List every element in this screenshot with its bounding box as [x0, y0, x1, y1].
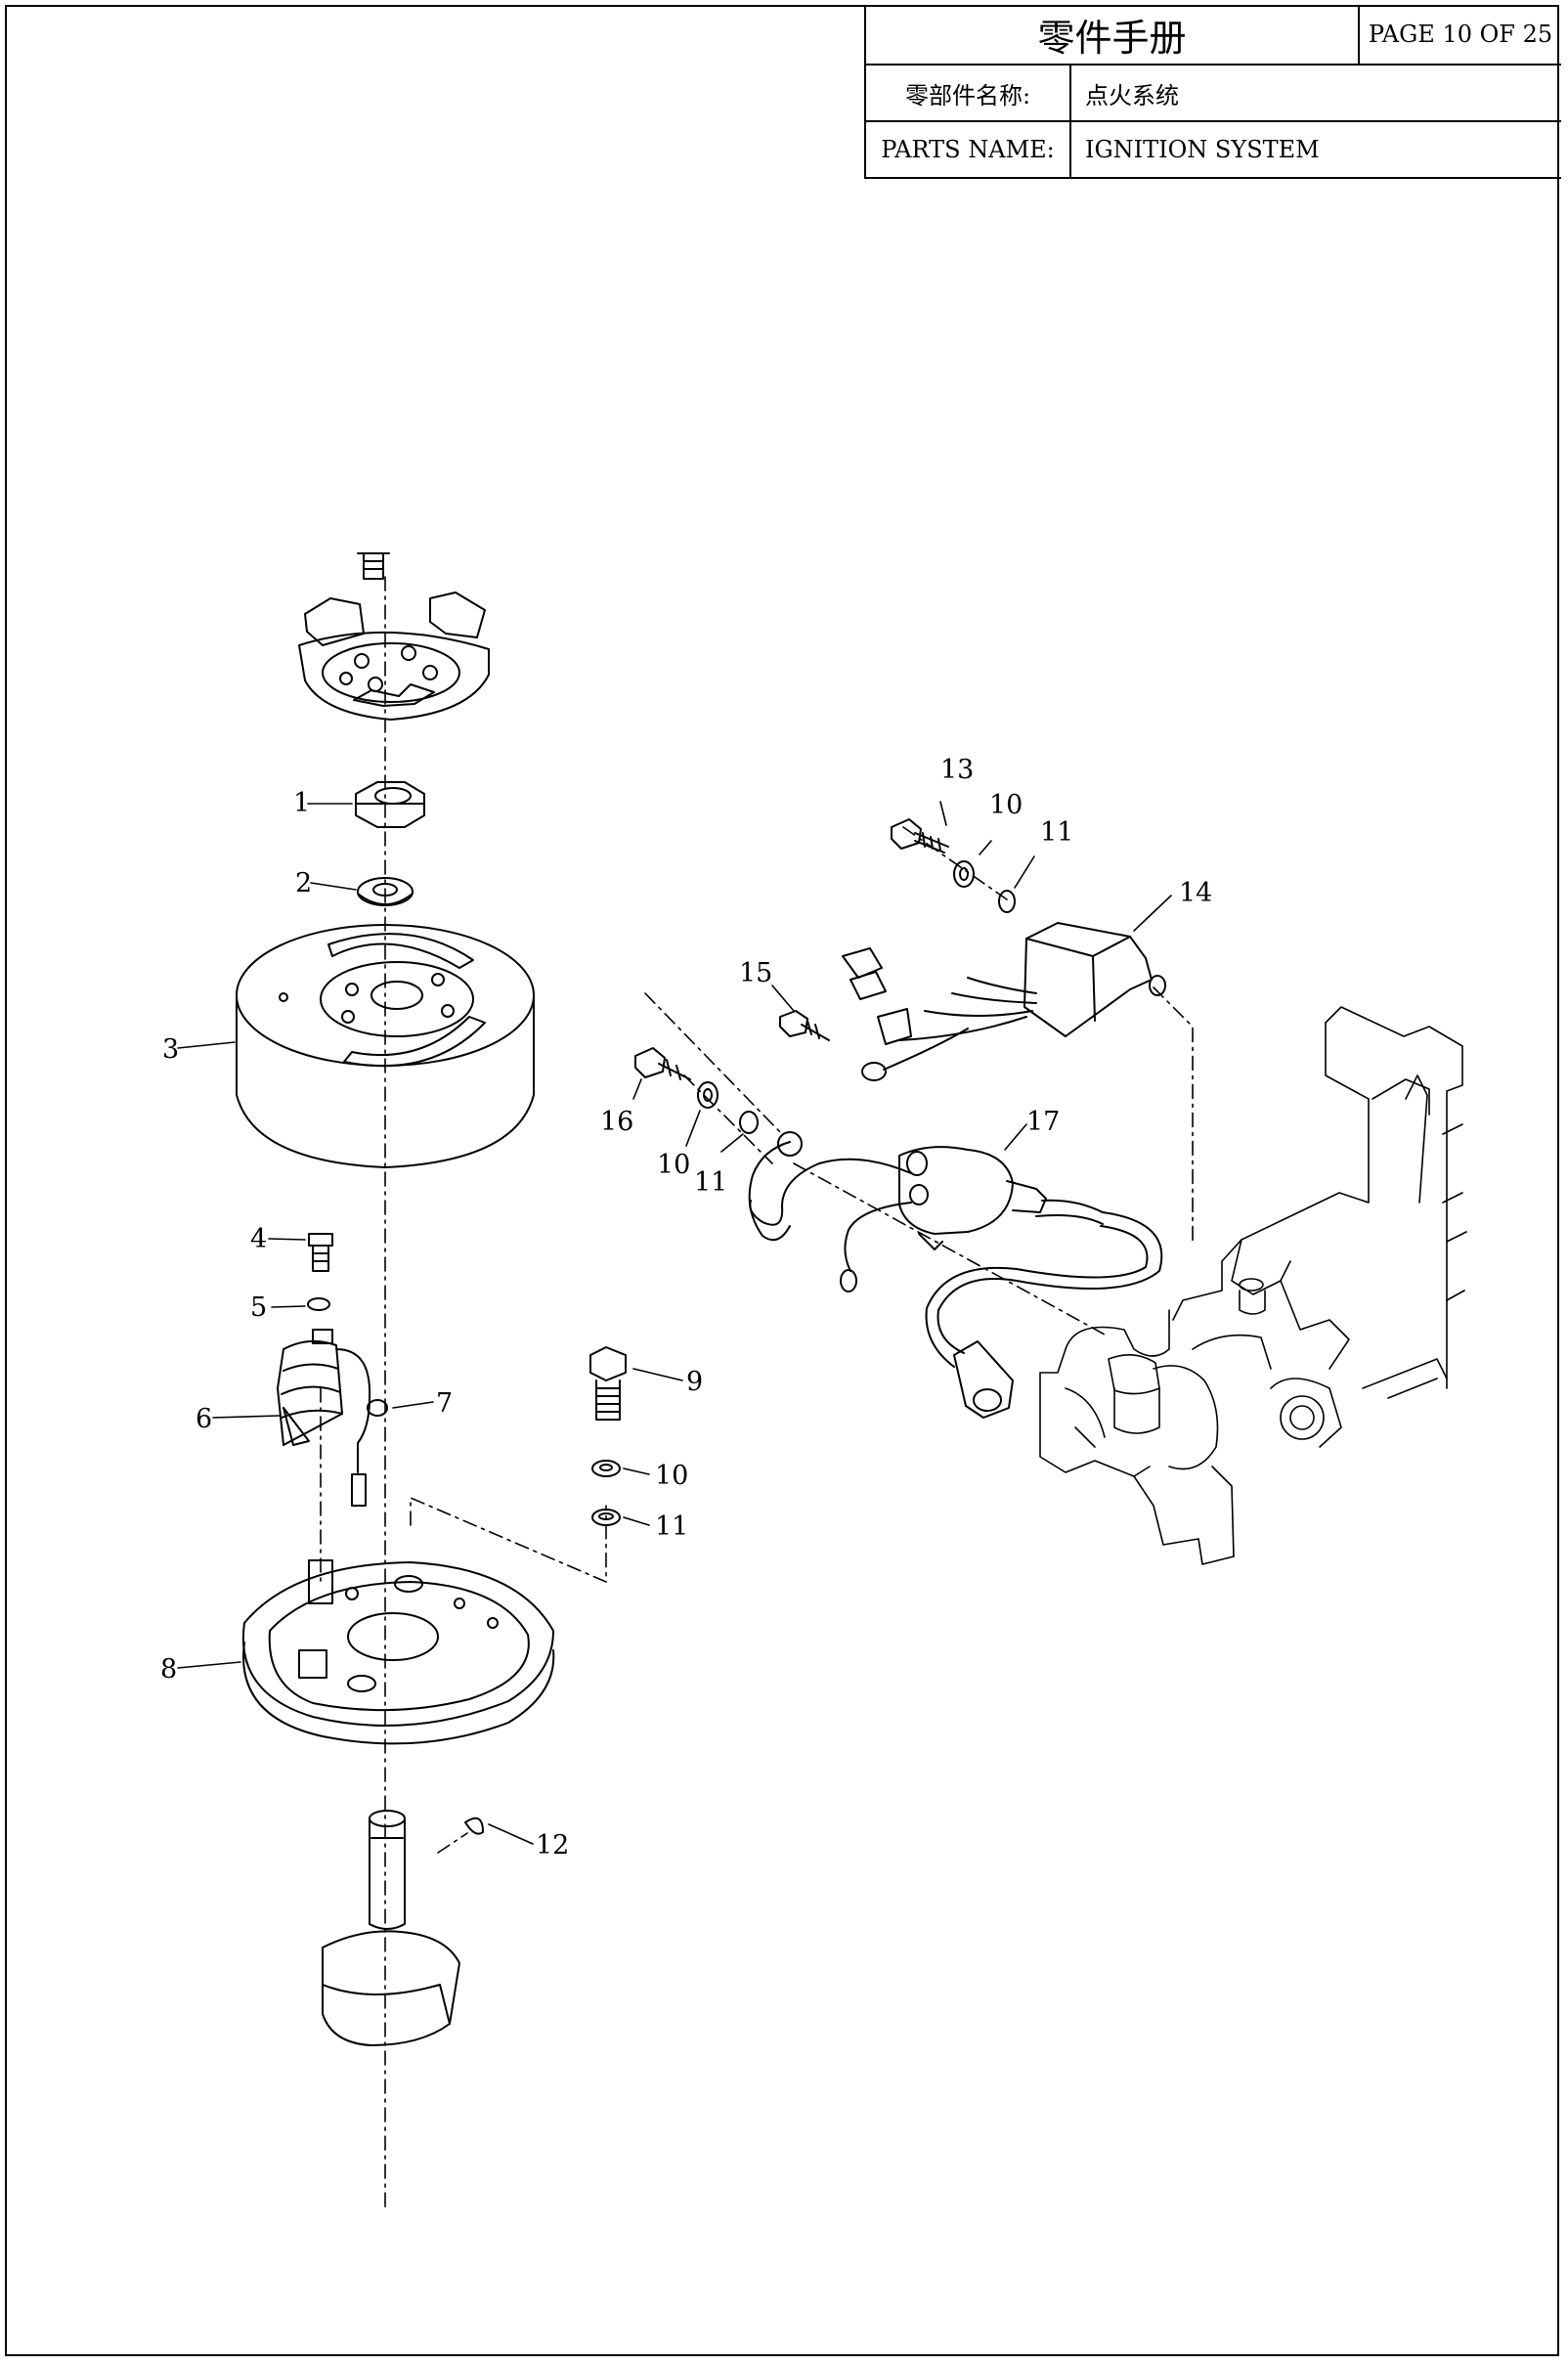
callout-11-upper: 11	[1040, 817, 1073, 848]
part-13-screw	[891, 818, 949, 854]
callout-10-upper: 10	[989, 790, 1023, 820]
parts-name-cn-row: 零部件名称: 点火系统	[866, 66, 1561, 122]
parts-name-en-value: IGNITION SYSTEM	[1085, 136, 1320, 163]
parts-name-cn-value: 点火系统	[1085, 81, 1179, 109]
part-16-screw	[634, 1047, 691, 1080]
callout-12: 12	[536, 1830, 569, 1861]
part-14-cdi-unit	[842, 922, 1166, 1081]
callout-5: 5	[250, 1292, 267, 1323]
callout-3: 3	[162, 1034, 179, 1065]
part-11-washer-middle	[739, 1111, 759, 1134]
callout-1: 1	[293, 788, 310, 818]
page-border	[5, 5, 1559, 2356]
callout-labels: 1 2 3 4 5 6 7 8 9 10 11 12 13 10 11 14 1…	[160, 755, 1212, 1861]
part-1-flywheel-nut	[355, 781, 425, 828]
part-11-washer-lower	[591, 1509, 621, 1526]
parts-name-en-row: PARTS NAME: IGNITION SYSTEM	[866, 122, 1561, 177]
callout-13: 13	[940, 755, 974, 785]
callout-10-lower: 10	[655, 1461, 688, 1491]
part-12-woodruff-key	[464, 1817, 484, 1835]
part-10-washer-upper	[953, 860, 975, 888]
part-11-washer-upper	[998, 890, 1016, 913]
callout-leaders	[177, 801, 1172, 1845]
power-head-block	[1039, 1006, 1467, 1565]
part-8-stator-plate	[241, 1559, 555, 1745]
callout-11-middle: 11	[694, 1167, 727, 1198]
part-17-ignition-coil	[748, 1131, 1163, 1419]
callout-14: 14	[1179, 878, 1212, 908]
part-10-washer-middle	[697, 1081, 719, 1109]
title-block: 零件手册 PAGE 10 OF 25 零部件名称: 点火系统 PARTS NAM…	[864, 5, 1561, 179]
part-9-bolt	[589, 1346, 627, 1421]
page-number: PAGE 10 OF 25	[1368, 21, 1553, 48]
manual-title: 零件手册	[866, 5, 1360, 64]
callout-17: 17	[1026, 1107, 1060, 1137]
part-3-flywheel	[236, 924, 535, 1168]
callout-2: 2	[295, 868, 312, 898]
title-row: 零件手册 PAGE 10 OF 25	[866, 5, 1561, 66]
part-6-exciter-coil	[277, 1329, 343, 1446]
part-10-washer-lower	[591, 1460, 621, 1477]
part-7-coil-lead	[335, 1348, 388, 1507]
callout-11-lower: 11	[655, 1511, 688, 1542]
part-2-washer	[357, 877, 414, 906]
parts-name-en-label: PARTS NAME:	[866, 122, 1071, 177]
parts-name-cn-label: 零部件名称:	[866, 66, 1071, 120]
callout-8: 8	[160, 1654, 177, 1685]
crankshaft	[322, 1810, 460, 2046]
callout-10-middle: 10	[657, 1150, 690, 1180]
callout-6: 6	[196, 1404, 212, 1434]
callout-16: 16	[600, 1107, 633, 1137]
callout-7: 7	[436, 1388, 453, 1419]
callout-15: 15	[739, 958, 772, 988]
callout-9: 9	[686, 1367, 703, 1397]
part-15-screw	[779, 1010, 830, 1041]
callout-4: 4	[250, 1224, 267, 1254]
starter-ratchet	[298, 552, 490, 721]
part-4-screw	[308, 1233, 333, 1272]
part-5-lock-washer	[307, 1297, 330, 1311]
